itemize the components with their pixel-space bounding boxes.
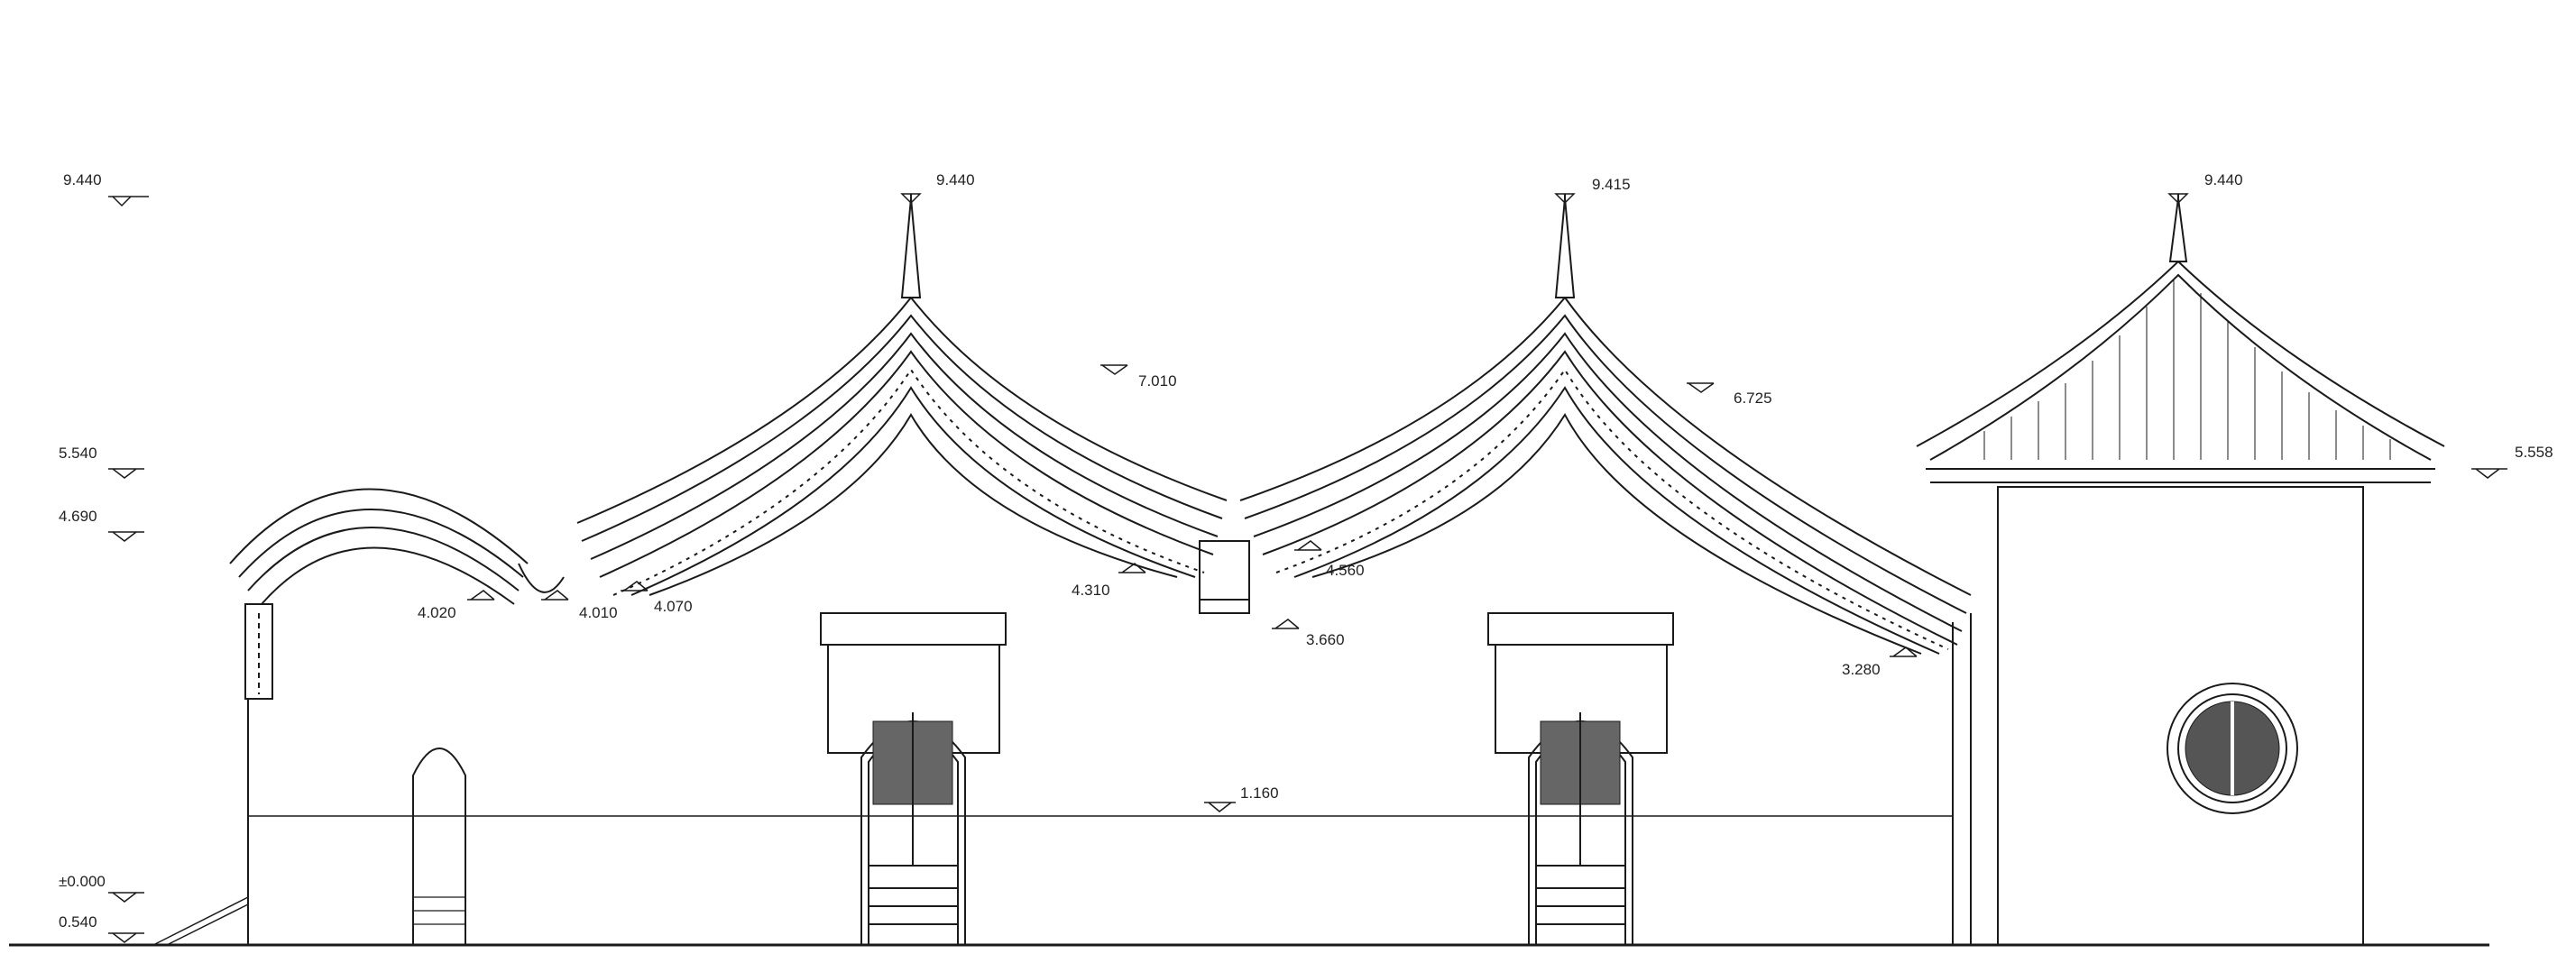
entry-stair [152,896,249,946]
left-curved-roof [229,488,565,700]
level-label: 7.010 [1138,372,1177,390]
level-label: ±0.000 [59,873,106,890]
valley-gutter [1199,540,1250,614]
level-label: 3.280 [1842,661,1881,678]
level-label: 4.070 [654,598,693,615]
level-label: 9.440 [936,171,975,188]
level-label: 9.440 [2204,171,2243,188]
level-label: 4.690 [59,508,97,525]
left-arched-niche [412,747,466,945]
level-label: 3.660 [1306,631,1345,648]
second-main-roof [1239,194,1972,655]
level-label: 9.415 [1592,176,1631,193]
level-label: 0.540 [59,913,97,931]
level-label: 4.020 [418,604,456,621]
round-window [2167,683,2298,814]
level-label: 1.160 [1240,784,1279,802]
level-label: 4.560 [1326,562,1365,579]
level-labels: 9.440 9.440 9.415 9.440 7.010 6.725 5.54… [59,171,2553,931]
left-doorway [820,612,1007,945]
pavilion [1916,194,2445,946]
pavilion-roof-tiles [1983,280,2391,460]
right-doorway [1487,612,1674,945]
level-label: 6.725 [1734,390,1772,407]
first-main-roof [576,194,1228,596]
level-markers [108,193,2507,943]
level-label: 5.558 [2515,444,2553,461]
main-wall [247,613,1972,945]
level-label: 9.440 [63,171,102,188]
level-label: 5.540 [59,445,97,462]
level-label: 4.010 [579,604,618,621]
niche-steps [413,896,465,925]
level-label: 4.310 [1072,582,1110,599]
